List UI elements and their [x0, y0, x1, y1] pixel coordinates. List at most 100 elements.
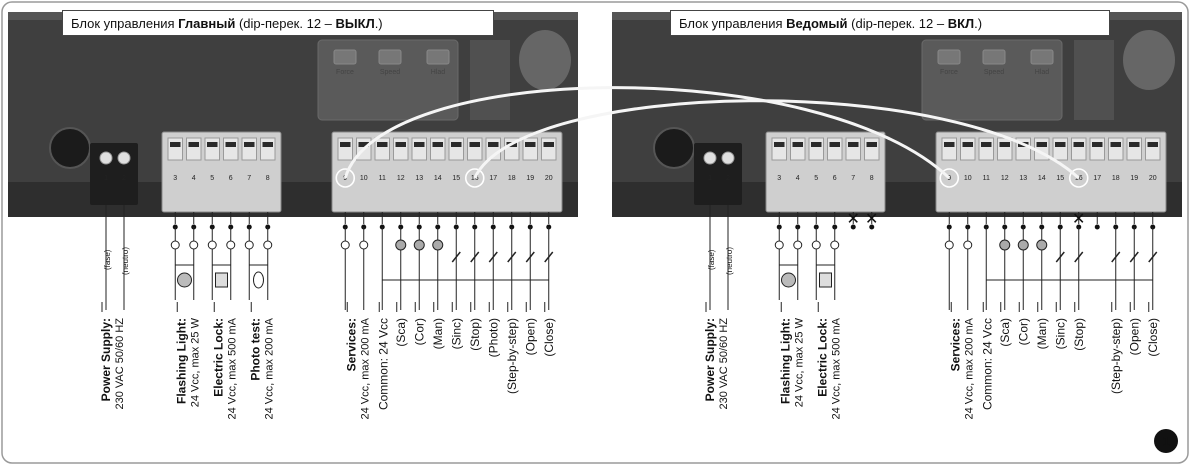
panel-button [378, 49, 402, 65]
terminal-housing [808, 137, 824, 161]
polarity-mark-plus [774, 240, 784, 250]
device-label: Electric Lock: [211, 318, 225, 397]
terminal-screw-slot [451, 142, 462, 147]
terminal-number: 10 [360, 175, 368, 182]
terminal-screw-slot [944, 142, 955, 147]
caption-bold: ВКЛ [947, 16, 975, 31]
device-label: (Man) [1035, 318, 1049, 349]
terminal-pin [869, 224, 875, 230]
device-label: Flashing Light: [778, 318, 792, 404]
terminal-screw-slot [811, 142, 822, 147]
input-contact-icon [470, 251, 480, 263]
device-label: Common: 24 Vcc [980, 318, 994, 410]
input-contact-icon [488, 251, 498, 263]
terminal-screw-slot [207, 142, 218, 147]
terminal-housing [167, 137, 183, 161]
polarity-mark-plus [170, 240, 180, 250]
polarity-mark-plus [811, 240, 821, 250]
interconnect-wire [473, 99, 1080, 180]
terminal-housing [204, 137, 220, 161]
terminal-number: 14 [1038, 175, 1046, 182]
polarity-mark-minus [226, 240, 236, 250]
indicator-lamp-icon [413, 239, 425, 251]
device-label: (Close) [542, 318, 556, 357]
unused-terminal-mark: ✕ [847, 211, 860, 228]
terminal-screw-slot [829, 142, 840, 147]
terminal-housing [790, 137, 806, 161]
device-spec: 230 VAC 50/60 HZ [718, 318, 730, 410]
electric-lock-icon [819, 272, 832, 288]
supply-tag-neutro: (neutro) [121, 247, 130, 275]
terminal-number: 19 [526, 175, 534, 182]
terminal-number: 18 [1112, 175, 1120, 182]
supply-terminal-block [694, 143, 742, 205]
terminal-screw-slot [792, 142, 803, 147]
device-label: (Stop) [1072, 318, 1086, 351]
terminal-number: 15 [452, 175, 460, 182]
supply-terminal-number: 2 [726, 175, 730, 182]
terminal-housing [1108, 137, 1124, 161]
terminal-screw-slot [848, 142, 859, 147]
terminal-housing [541, 137, 557, 161]
polarity-mark-plus [207, 240, 217, 250]
terminal-housing [960, 137, 976, 161]
polarity-mark-minus [189, 240, 199, 250]
input-contact-icon [525, 251, 535, 263]
indicator-lamp-icon [395, 239, 407, 251]
device-label: Common: 24 Vcc [376, 318, 390, 410]
control-panel-side [1074, 40, 1114, 120]
terminal-screw-slot [774, 142, 785, 147]
terminal-number: 13 [1019, 175, 1027, 182]
services-polarity-mark [944, 240, 954, 250]
caption-bold: Ведомый [786, 16, 848, 31]
photocell-icon [253, 271, 264, 289]
services-polarity-mark [340, 240, 350, 250]
terminal-housing [978, 137, 994, 161]
device-label: Services: [948, 318, 962, 371]
unused-terminal-mark: ✕ [865, 211, 878, 228]
polarity-mark-minus [830, 240, 840, 250]
terminal-screw-slot [1073, 142, 1084, 147]
figure-number-badge [1154, 429, 1178, 453]
terminal-housing [186, 137, 202, 161]
terminal-screw-slot [1036, 142, 1047, 147]
terminal-screw-slot [981, 142, 992, 147]
device-label: Flashing Light: [174, 318, 188, 404]
control-panel-side [470, 40, 510, 120]
terminal-screw-slot [377, 142, 388, 147]
terminal-screw-slot [395, 142, 406, 147]
input-contact-icon [507, 251, 517, 263]
terminal-number: 12 [397, 175, 405, 182]
terminal-housing [941, 137, 957, 161]
terminal-screw-slot [469, 142, 480, 147]
terminal-screw-slot [340, 142, 351, 147]
terminal-pin [850, 224, 856, 230]
highlight-ring [464, 168, 485, 188]
services-polarity-mark [359, 240, 369, 250]
device-spec: 24 Vcc, max 500 mA [226, 317, 238, 419]
terminal-housing [1052, 137, 1068, 161]
terminal-housing [827, 137, 843, 161]
caption-bold: Главный [178, 16, 236, 31]
terminal-number: 11 [983, 175, 990, 182]
highlight-ring [939, 168, 960, 188]
device-label: (Man) [431, 318, 445, 349]
input-contact-icon [1074, 251, 1084, 263]
terminal-number: 5 [210, 175, 214, 182]
terminal-housing [845, 137, 861, 161]
terminal-number: 4 [796, 175, 800, 182]
terminal-screw-slot [262, 142, 273, 147]
supply-tag-fase: (fase) [103, 249, 112, 270]
device-label: (Step-by-step) [505, 318, 519, 394]
terminal-number: 8 [266, 175, 270, 182]
device-label: (Photo) [486, 318, 500, 357]
device-spec: 24 Vcc, max 200 mA [263, 317, 275, 419]
flashing-light-icon [781, 272, 796, 288]
supply-screw [703, 151, 717, 165]
terminal-number: 14 [434, 175, 442, 182]
terminal-housing [241, 137, 257, 161]
supply-screw [721, 151, 735, 165]
terminal-screw-slot [866, 142, 877, 147]
terminal-housing [1071, 137, 1087, 161]
